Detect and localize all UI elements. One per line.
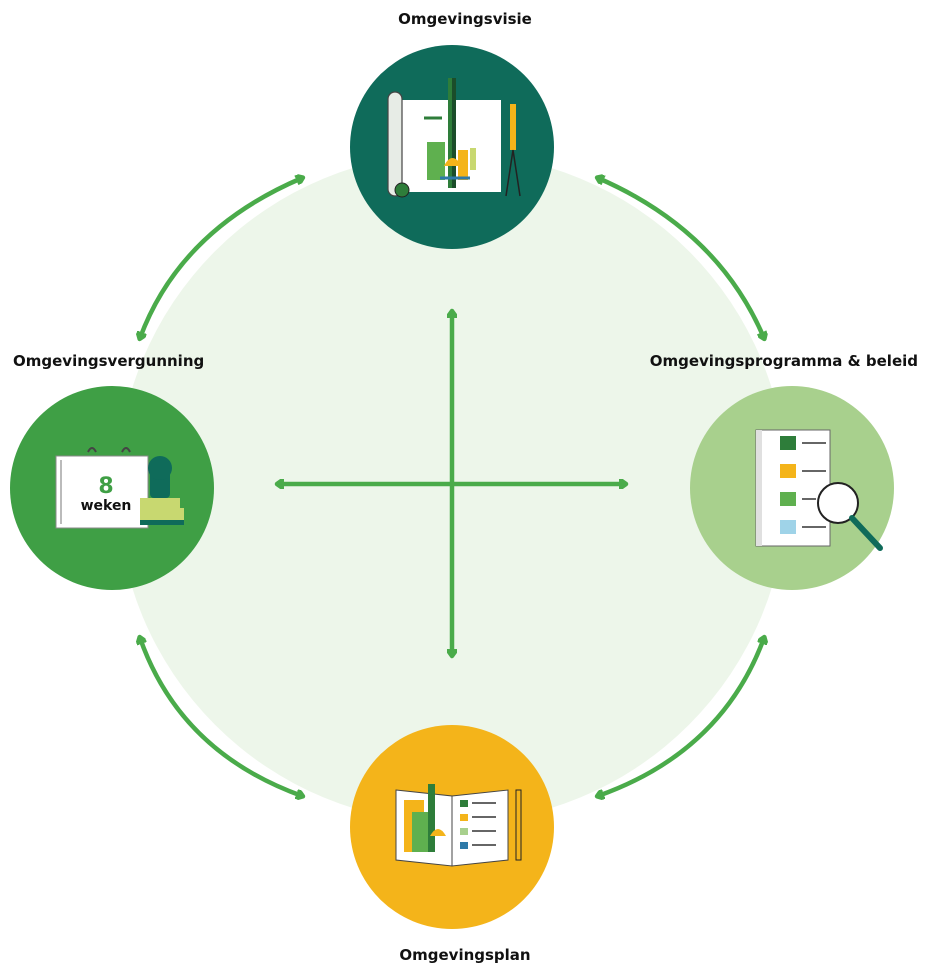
arrow-bottom-left	[140, 638, 302, 796]
arrow-top-right	[598, 178, 764, 338]
open-book-plan-icon	[395, 784, 522, 867]
calendar-stamp-icon	[55, 447, 184, 529]
calendar-number: 8	[98, 474, 113, 499]
arrow-bottom-right	[598, 638, 764, 796]
label-omgevingsvisie: Omgevingsvisie	[398, 10, 532, 28]
node-omgevingsplan	[350, 725, 554, 929]
node-omgevingsvergunning: 8 weken	[10, 386, 214, 590]
label-omgevingsplan: Omgevingsplan	[399, 946, 531, 964]
arrow-top-left	[140, 178, 302, 338]
label-omgevingsvergunning: Omgevingsvergunning	[13, 352, 205, 370]
vision-map-drawing-icon	[387, 78, 521, 198]
label-omgevingsprogramma-beleid: Omgevingsprogramma & beleid	[649, 352, 918, 370]
calendar-unit: weken	[81, 498, 132, 514]
center-cross-arrows	[278, 312, 625, 655]
node-omgevingsprogramma-beleid	[690, 386, 894, 590]
checklist-magnifier-icon	[755, 429, 883, 551]
node-omgevingsvisie	[350, 45, 554, 249]
cycle-arrows	[140, 178, 764, 796]
